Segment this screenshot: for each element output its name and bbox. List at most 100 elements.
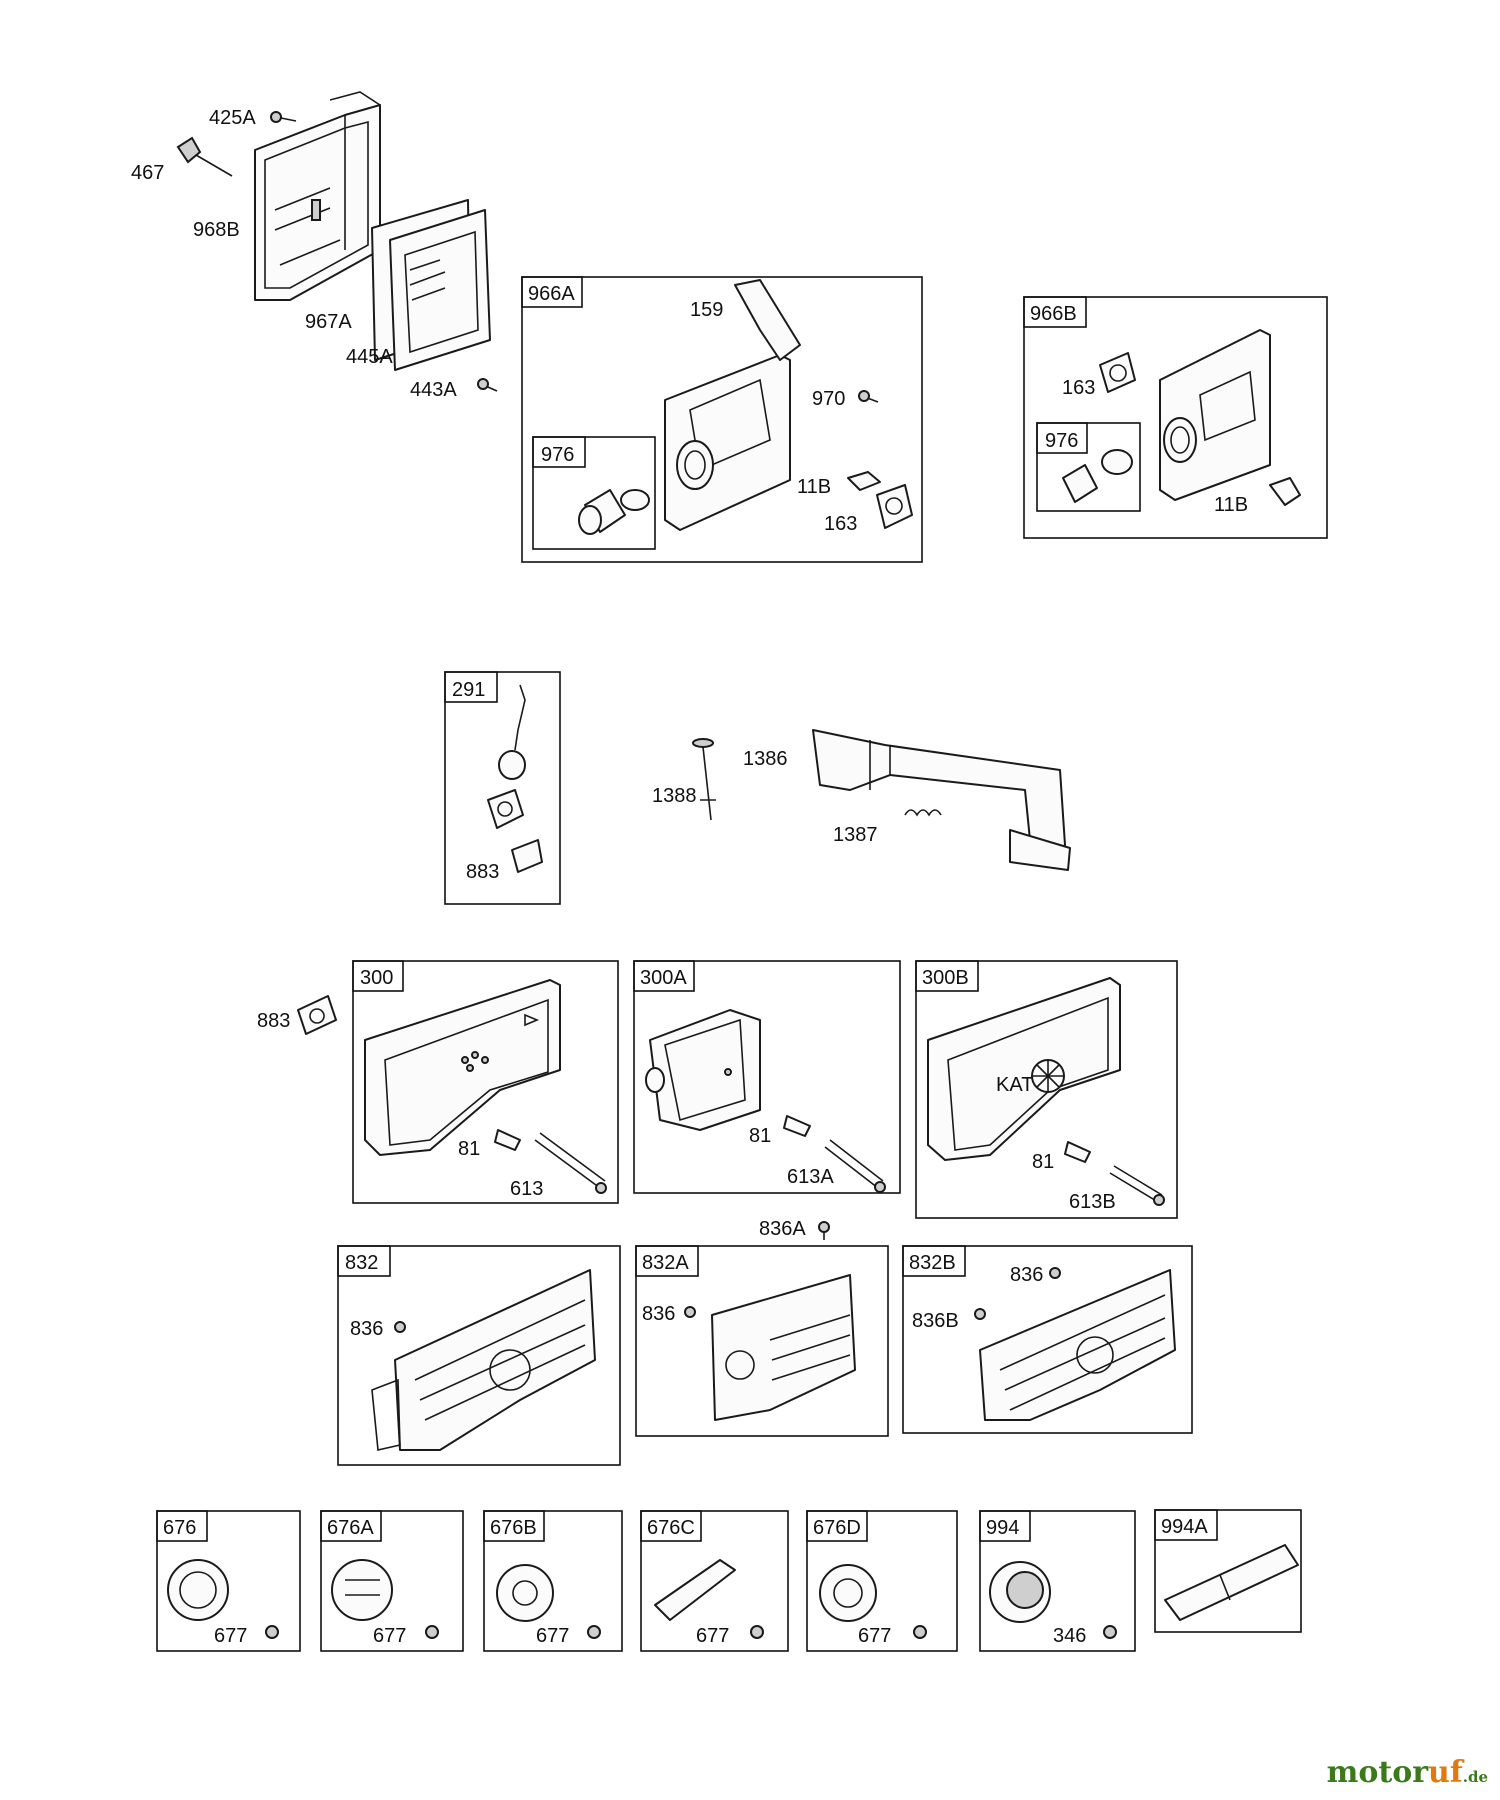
screw-836b-drawing bbox=[684, 1306, 696, 1318]
group-832-box bbox=[337, 1245, 621, 1466]
group-832a-tab bbox=[635, 1245, 699, 1277]
label-968b: 968B bbox=[193, 219, 240, 241]
label-163-a: 163 bbox=[824, 513, 857, 535]
lock-81b-drawing bbox=[783, 1115, 811, 1137]
deflector-676-drawing bbox=[167, 1559, 279, 1639]
label-11b-a: 11B bbox=[797, 476, 831, 498]
label-676a: 676A bbox=[327, 1517, 374, 1539]
screw-443a-drawing bbox=[477, 378, 498, 392]
label-676c: 676C bbox=[647, 1517, 695, 1539]
label-976a: 976 bbox=[541, 444, 574, 466]
heat-shield-832a-drawing bbox=[711, 1274, 856, 1421]
muffler-300a-drawing bbox=[645, 1009, 761, 1131]
group-832b-box bbox=[902, 1245, 1193, 1434]
label-613: 613 bbox=[510, 1178, 543, 1200]
label-81-a: 81 bbox=[458, 1138, 480, 1160]
label-159: 159 bbox=[690, 299, 723, 321]
label-836a: 836A bbox=[759, 1218, 806, 1240]
air-cleaner-base-drawing bbox=[664, 279, 801, 531]
label-467: 467 bbox=[131, 162, 164, 184]
group-300b-box bbox=[915, 960, 1178, 1219]
label-291: 291 bbox=[452, 679, 485, 701]
spark-arrester-drawing bbox=[989, 1561, 1117, 1639]
heat-shield-832-drawing bbox=[371, 1269, 596, 1451]
screw-836a-shield-drawing bbox=[394, 1321, 406, 1333]
label-1388: 1388 bbox=[652, 785, 697, 807]
lock-81a-drawing bbox=[494, 1129, 521, 1151]
group-976a-box bbox=[532, 436, 656, 550]
label-300a: 300A bbox=[640, 967, 687, 989]
label-836-a: 836 bbox=[350, 1318, 383, 1340]
group-676a: 676A 677 bbox=[320, 1510, 464, 1652]
group-300b-tab bbox=[915, 960, 979, 992]
spring-1387-drawing bbox=[904, 809, 942, 817]
group-676b: 676B 677 bbox=[483, 1510, 623, 1652]
screw-836a-drawing bbox=[818, 1221, 830, 1240]
screw-836b-shield-drawing bbox=[974, 1308, 986, 1320]
bolt-613b-drawing bbox=[1109, 1165, 1165, 1206]
label-346: 346 bbox=[1053, 1625, 1086, 1647]
label-836-c: 836 bbox=[1010, 1264, 1043, 1286]
label-445a: 445A bbox=[346, 346, 393, 368]
governor-lever-drawing bbox=[812, 729, 1071, 871]
group-676d: 676D 677 bbox=[806, 1510, 958, 1652]
air-cleaner-cover-drawing bbox=[254, 91, 381, 301]
screw-970-drawing bbox=[858, 390, 879, 403]
gasket-883a-drawing bbox=[511, 839, 543, 873]
label-966a: 966A bbox=[528, 283, 575, 305]
label-677-e: 677 bbox=[858, 1625, 891, 1647]
knob-screw-drawing bbox=[176, 136, 233, 177]
label-970: 970 bbox=[812, 388, 845, 410]
air-filter-drawing bbox=[371, 199, 491, 371]
group-976a-tab bbox=[532, 436, 586, 468]
label-967a: 967A bbox=[305, 311, 352, 333]
label-1386: 1386 bbox=[743, 748, 788, 770]
group-300-box bbox=[352, 960, 619, 1204]
group-832a-box bbox=[635, 1245, 889, 1437]
group-300a-tab bbox=[633, 960, 695, 992]
label-300b: 300B bbox=[922, 967, 969, 989]
group-966a-tab bbox=[521, 276, 583, 308]
label-832a: 832A bbox=[642, 1252, 689, 1274]
screw-425a-drawing bbox=[270, 111, 297, 123]
sleeve-976a-drawing bbox=[578, 489, 650, 535]
label-163-b: 163 bbox=[1062, 377, 1095, 399]
group-300-tab bbox=[352, 960, 404, 992]
primer-bulb-drawing bbox=[487, 684, 526, 829]
label-676d: 676D bbox=[813, 1517, 861, 1539]
sleeve-976b-drawing bbox=[1062, 449, 1133, 503]
bolt-613-drawing bbox=[534, 1132, 607, 1194]
label-976b: 976 bbox=[1045, 430, 1078, 452]
label-836-b: 836 bbox=[642, 1303, 675, 1325]
label-300: 300 bbox=[360, 967, 393, 989]
label-883-b: 883 bbox=[257, 1010, 290, 1032]
gasket-163b-drawing bbox=[1099, 352, 1136, 393]
label-613a: 613A bbox=[787, 1166, 834, 1188]
label-883-a: 883 bbox=[466, 861, 499, 883]
deflector-676d-drawing bbox=[819, 1564, 927, 1639]
label-81-b: 81 bbox=[749, 1125, 771, 1147]
label-994: 994 bbox=[986, 1517, 1019, 1539]
bolt-1388-drawing bbox=[692, 738, 716, 821]
group-976b-tab bbox=[1036, 422, 1088, 454]
label-676: 676 bbox=[163, 1517, 196, 1539]
label-836b: 836B bbox=[912, 1310, 959, 1332]
label-832: 832 bbox=[345, 1252, 378, 1274]
label-443a: 443A bbox=[410, 379, 457, 401]
heat-shield-832b-drawing bbox=[979, 1269, 1176, 1421]
air-cleaner-base-b-drawing bbox=[1159, 329, 1271, 501]
deflector-676c-drawing bbox=[654, 1559, 764, 1639]
group-966a-box bbox=[521, 276, 923, 563]
group-832b-tab bbox=[902, 1245, 966, 1277]
label-613b: 613B bbox=[1069, 1191, 1116, 1213]
group-676c: 676C 677 bbox=[640, 1510, 789, 1652]
label-994a: 994A bbox=[1161, 1516, 1208, 1538]
label-677-a: 677 bbox=[214, 1625, 247, 1647]
label-677-c: 677 bbox=[536, 1625, 569, 1647]
deflector-676a-drawing bbox=[331, 1559, 439, 1639]
lock-81c-drawing bbox=[1064, 1141, 1091, 1163]
group-976b-box bbox=[1036, 422, 1141, 512]
spark-arrester-tube-drawing bbox=[1164, 1544, 1299, 1621]
group-832-tab bbox=[337, 1245, 391, 1277]
